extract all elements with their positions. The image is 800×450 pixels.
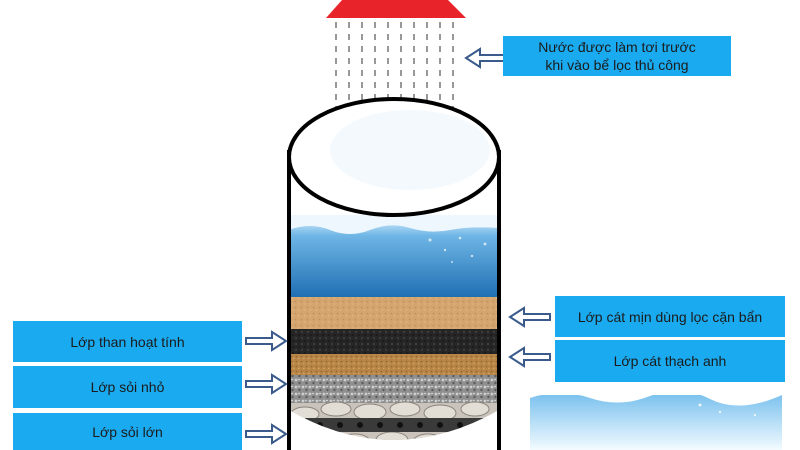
water-layer <box>289 215 499 297</box>
shower-head <box>326 0 466 18</box>
arrow-aeration <box>465 48 507 68</box>
drain-pipe <box>305 418 499 432</box>
tank-layers <box>289 215 499 440</box>
label-small-gravel: Lớp sỏi nhỏ <box>13 366 242 408</box>
arrow-quartz <box>509 347 551 367</box>
arrow-carbon <box>245 331 287 351</box>
label-activated-carbon: Lớp than hoạt tính <box>13 321 242 362</box>
label-aeration: Nước được làm tơi trước khi vào bể lọc t… <box>503 36 731 76</box>
fine-sand-layer <box>289 297 499 329</box>
label-fine-sand: Lớp cát mịn dùng lọc cặn bẩn <box>555 296 785 337</box>
arrow-small-gravel <box>245 374 287 394</box>
label-large-gravel: Lớp sỏi lớn <box>13 413 242 450</box>
quartz-sand-layer <box>289 354 499 375</box>
carbon-layer <box>289 329 499 354</box>
outside-water <box>530 390 782 450</box>
water-drops <box>335 22 454 108</box>
arrow-large-gravel <box>245 424 287 444</box>
arrow-fine-sand <box>509 307 551 327</box>
small-gravel-layer <box>289 375 499 403</box>
label-quartz-sand: Lớp cát thạch anh <box>555 340 785 382</box>
